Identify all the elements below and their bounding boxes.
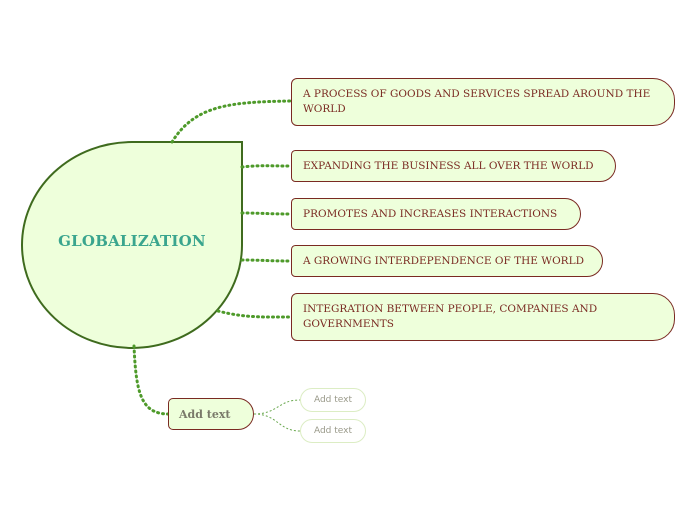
leaf-label: Add text	[313, 395, 353, 405]
leaf-node-2[interactable]: Add text	[300, 419, 366, 443]
branch-label: INTEGRATION BETWEEN PEOPLE, COMPANIES AN…	[303, 303, 598, 330]
branch-node-3[interactable]: PROMOTES AND INCREASES INTERACTIONS	[291, 198, 581, 230]
sub-node-label: Add text	[179, 407, 231, 421]
central-topic-shape[interactable]	[21, 141, 244, 349]
branch-label: A GROWING INTERDEPENDENCE OF THE WORLD	[303, 254, 584, 267]
branch-label: EXPANDING THE BUSINESS ALL OVER THE WORL…	[303, 159, 594, 172]
central-topic-label: GLOBALIZATION	[58, 232, 206, 250]
connector-branch-2	[240, 164, 293, 169]
leaf-label: Add text	[313, 426, 353, 436]
connector-branch-5	[216, 309, 293, 319]
leaf-node-1[interactable]: Add text	[300, 388, 366, 412]
branch-label: A PROCESS OF GOODS AND SERVICES SPREAD A…	[303, 88, 651, 115]
connector-sub-node	[132, 344, 170, 416]
branch-node-4[interactable]: A GROWING INTERDEPENDENCE OF THE WORLD	[291, 245, 603, 277]
connector-branch-1	[170, 99, 293, 144]
connector-leaf-1	[253, 399, 301, 415]
sub-node[interactable]: Add text	[168, 398, 254, 430]
connector-leaf-2	[253, 413, 301, 432]
branch-label: PROMOTES AND INCREASES INTERACTIONS	[303, 207, 558, 220]
connector-branch-3	[240, 211, 293, 216]
branch-node-1[interactable]: A PROCESS OF GOODS AND SERVICES SPREAD A…	[291, 78, 675, 126]
branch-node-2[interactable]: EXPANDING THE BUSINESS ALL OVER THE WORL…	[291, 150, 616, 182]
connector-branch-4	[240, 258, 293, 263]
branch-node-5[interactable]: INTEGRATION BETWEEN PEOPLE, COMPANIES AN…	[291, 293, 675, 341]
